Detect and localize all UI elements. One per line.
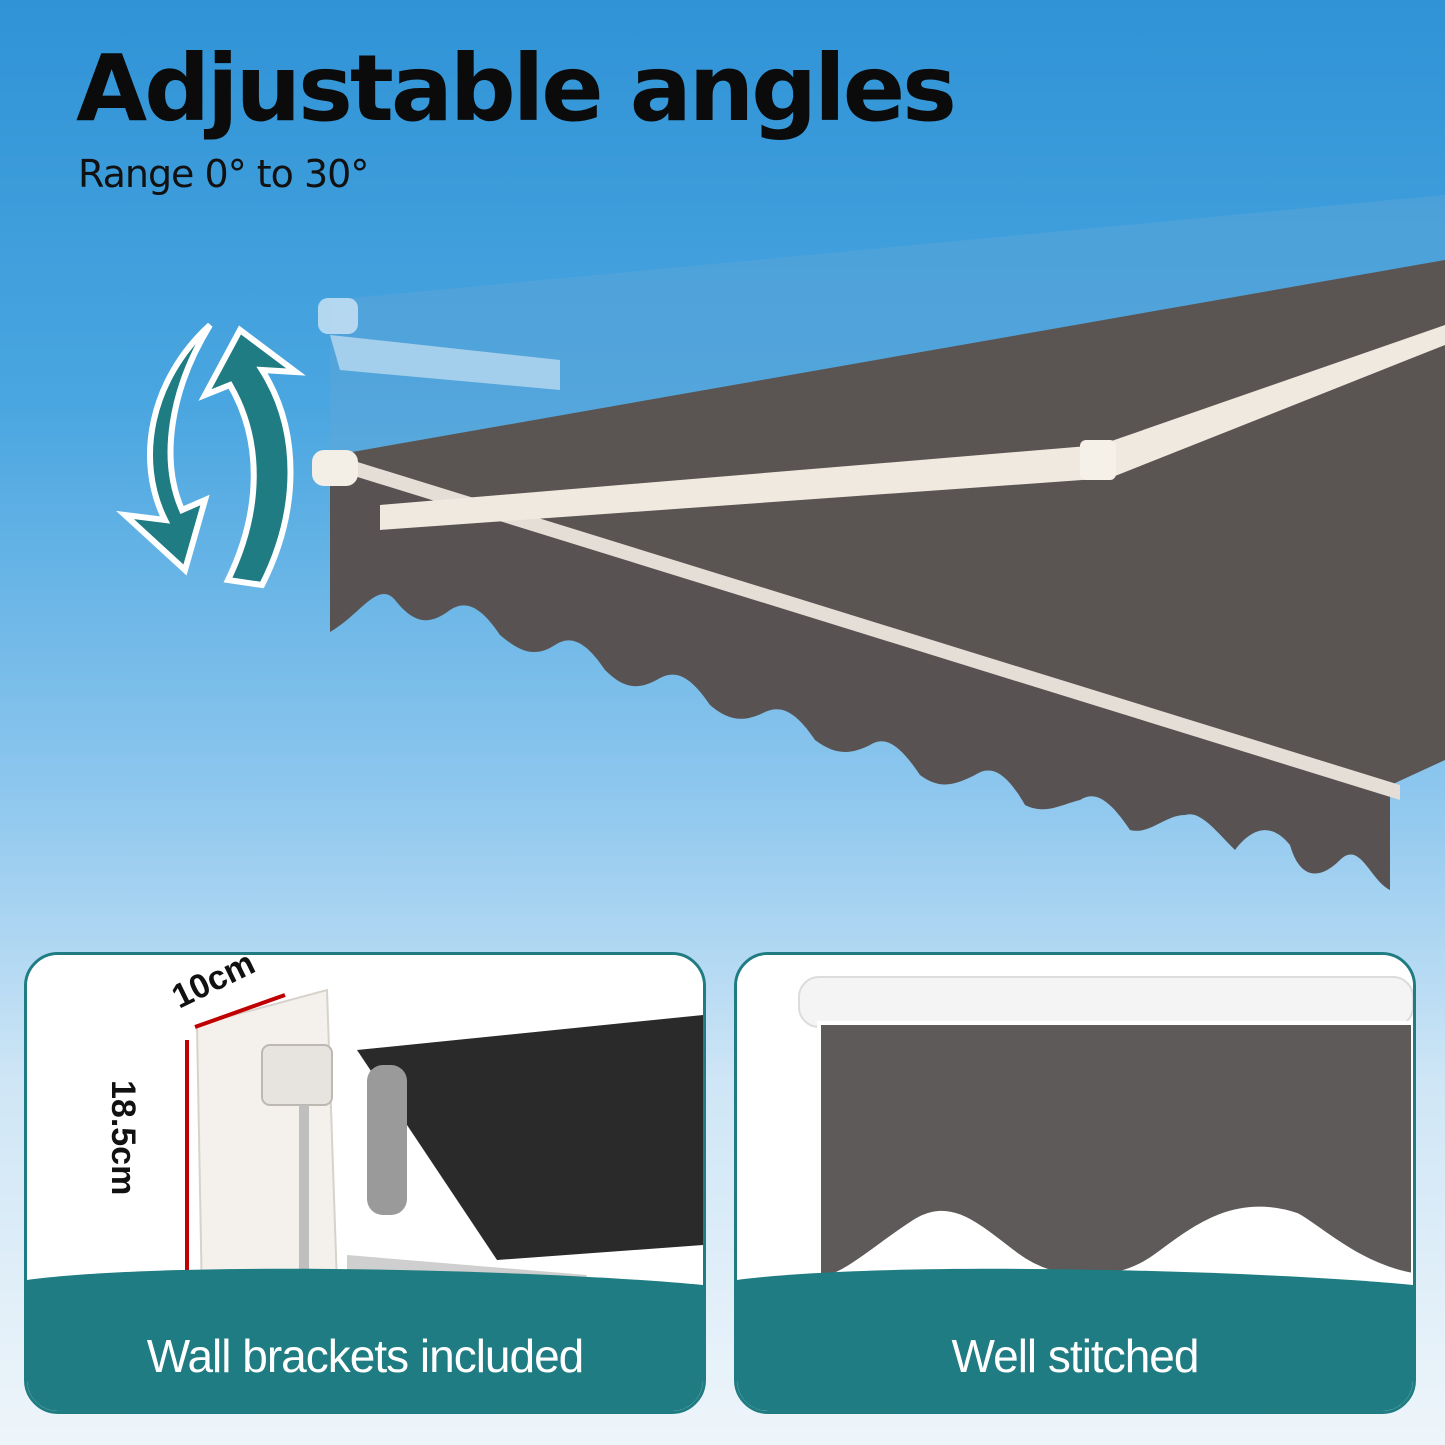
rolled-fabric [357,1015,703,1260]
front-bar [335,455,1400,800]
page-title: Adjustable angles [76,35,957,142]
dimension-height-label: 18.5cm [104,1080,142,1196]
cassette-housing [798,976,1413,1028]
feature-card-wall-brackets: Wall brackets included [24,952,706,1414]
caption-band [737,1268,1413,1411]
awning-illustration [116,195,1445,890]
curved-double-arrow-icon [116,322,306,589]
folding-arm [380,325,1445,530]
ghost-arm-end [318,298,358,334]
roller-tube [367,1065,407,1215]
awning-valance [330,460,1390,890]
caption-wall-brackets: Wall brackets included [146,1330,585,1382]
stitching-illustration [737,955,1413,1411]
width-dimension-line [194,993,286,1029]
wall-bracket [195,988,339,1302]
arm-joint [1080,440,1116,480]
awning-top [335,260,1445,790]
wall-bracket-illustration [27,955,703,1411]
caption-well-stitched: Well stitched [951,1330,1200,1382]
arm-end-cap [312,450,358,486]
bracket-clamp [261,1044,333,1106]
ghost-arm [330,335,560,390]
page-subtitle: Range 0° to 30° [78,152,369,196]
hook-rod [299,1105,309,1275]
feature-card-stitching: Well stitched [734,952,1416,1414]
caption-band [27,1268,703,1411]
